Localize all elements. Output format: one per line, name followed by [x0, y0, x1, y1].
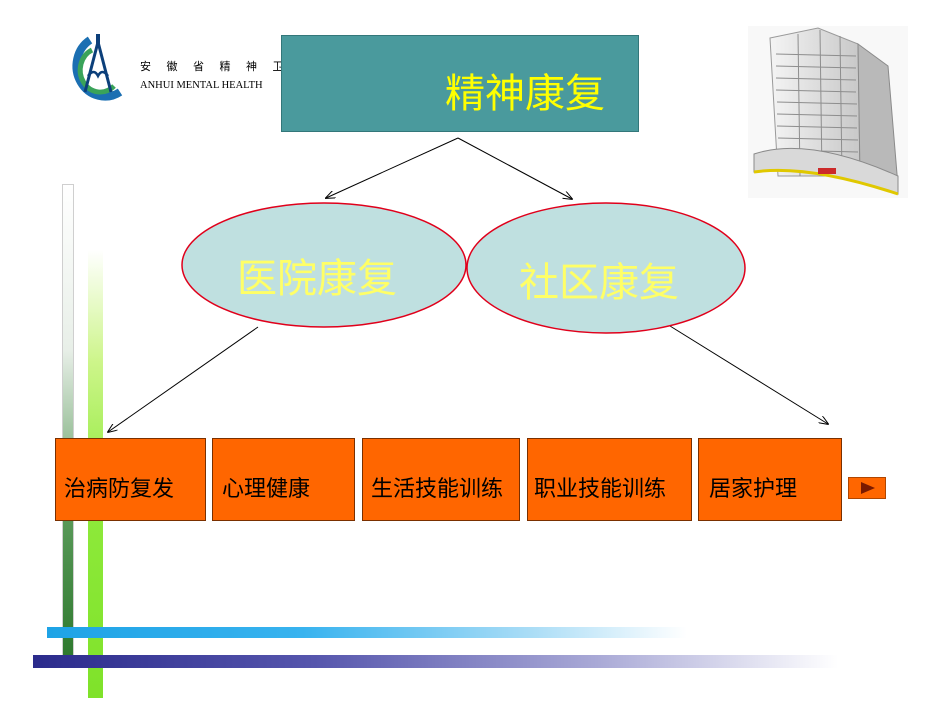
leaf-label-vocational-skills: 职业技能训练	[534, 477, 667, 502]
arrow-hospital-to-leaf	[108, 326, 259, 432]
leaf-label-life-skills: 生活技能训练	[371, 477, 504, 502]
leaf-box-relapse-prevention	[55, 438, 206, 521]
leaf-box-home-care	[698, 438, 842, 521]
ellipse-community-rehab	[466, 202, 746, 334]
diagram-root-label: 精神康复	[445, 71, 605, 117]
arrow-root-to-community	[457, 137, 572, 199]
arrow-community-to-leaf	[669, 325, 828, 424]
diagram-root-box	[281, 35, 639, 132]
leaf-box-mental-health	[212, 438, 355, 521]
leaf-label-mental-health: 心理健康	[222, 477, 311, 502]
leaf-box-vocational-skills	[527, 438, 692, 521]
next-slide-button[interactable]	[848, 477, 886, 499]
hospital-logo-icon	[72, 34, 123, 101]
ellipse-hospital-rehab	[181, 202, 467, 328]
leaf-label-relapse-prevention: 治病防复发	[64, 477, 175, 502]
decorative-horizontal-bar-blue	[47, 627, 687, 638]
organization-name-cn: 安 徽 省 精 神 卫 生	[140, 60, 316, 73]
branch-label-hospital: 医院康复	[237, 256, 397, 302]
decorative-horizontal-bar-navy	[33, 655, 838, 668]
leaf-box-life-skills	[362, 438, 520, 521]
branch-label-community: 社区康复	[519, 260, 679, 306]
leaf-label-home-care: 居家护理	[709, 477, 798, 502]
hospital-building-icon	[748, 26, 908, 198]
organization-name-en: ANHUI MENTAL HEALTH	[140, 80, 263, 91]
arrow-root-to-hospital	[326, 137, 459, 198]
play-next-icon	[861, 482, 875, 494]
